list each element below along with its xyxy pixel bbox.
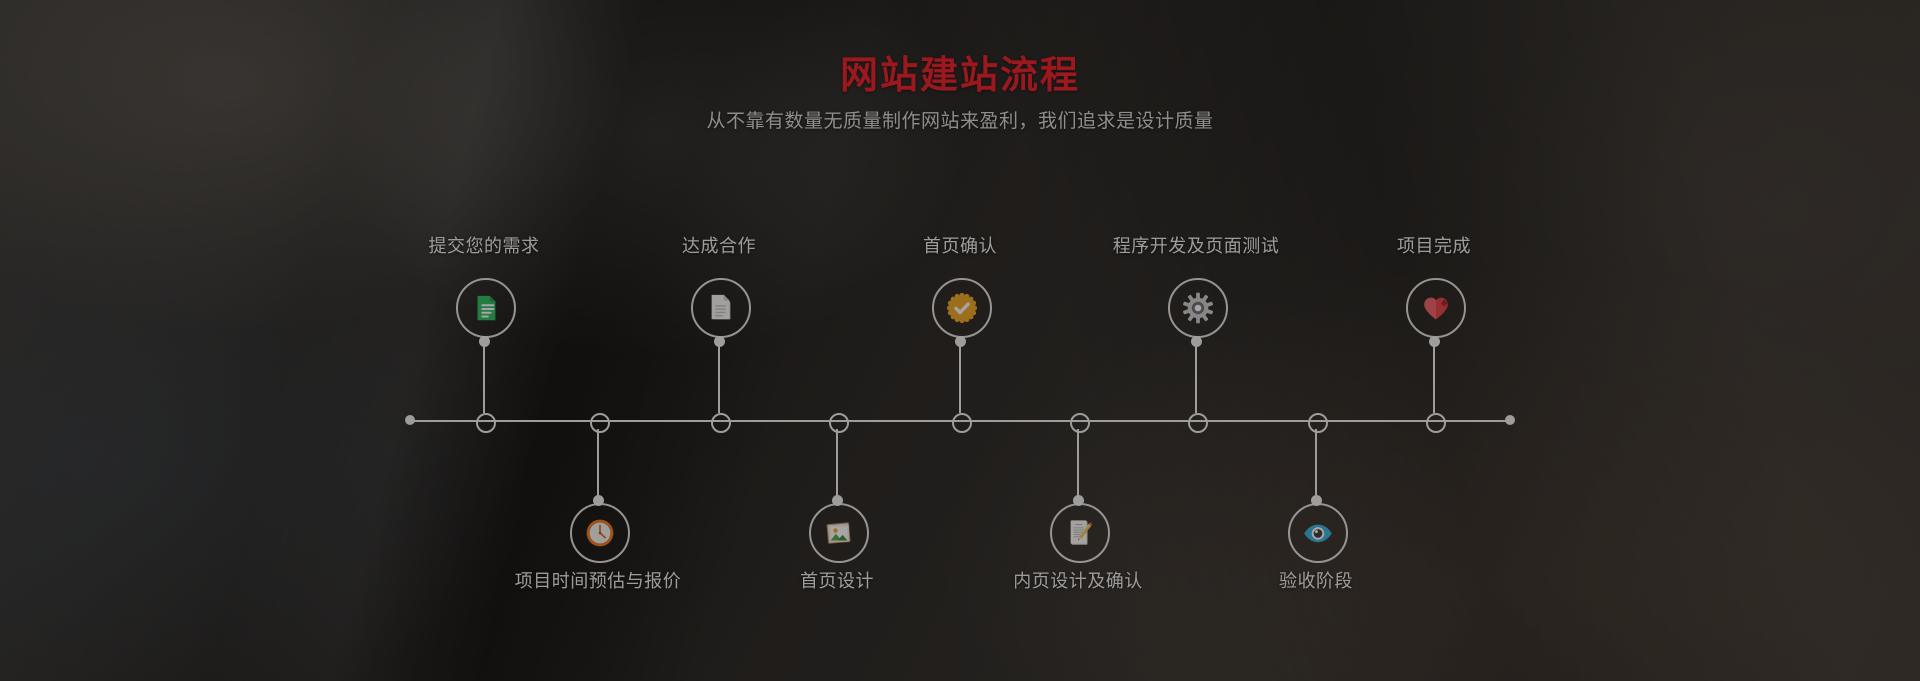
step-label: 达成合作: [682, 236, 756, 256]
step-label: 程序开发及页面测试: [1112, 236, 1280, 256]
timeline-connector-dot: [1311, 495, 1322, 506]
step-icon-circle[interactable]: [1288, 503, 1348, 563]
clock-icon: [584, 517, 616, 549]
timeline-node-ring[interactable]: [476, 413, 496, 433]
timeline-start-cap: [405, 415, 415, 425]
document-green-icon: [471, 293, 501, 323]
timeline-connector-dot: [955, 336, 966, 347]
page-title: 网站建站流程: [839, 55, 1080, 97]
step-label: 首页确认: [923, 236, 997, 256]
timeline-connector: [1195, 341, 1197, 413]
timeline-connector: [483, 341, 485, 413]
step-icon-circle[interactable]: [1050, 503, 1110, 563]
timeline-node-ring[interactable]: [711, 413, 731, 433]
step-icon-circle[interactable]: [1406, 278, 1466, 338]
timeline-connector-dot: [1073, 495, 1084, 506]
timeline-node-ring[interactable]: [952, 413, 972, 433]
step-icon-circle[interactable]: [809, 503, 869, 563]
timeline-node-ring[interactable]: [1308, 413, 1328, 433]
timeline-connector-dot: [832, 495, 843, 506]
timeline-end-cap: [1505, 415, 1515, 425]
step-icon-circle[interactable]: [1168, 278, 1228, 338]
timeline-connector: [1077, 429, 1079, 501]
step-label: 项目时间预估与报价: [514, 571, 682, 591]
heart-icon: [1421, 293, 1451, 323]
step-label: 提交您的需求: [428, 236, 540, 256]
timeline-connector-dot: [714, 336, 725, 347]
timeline-connector: [597, 429, 599, 501]
timeline-connector: [1315, 429, 1317, 501]
timeline-connector: [836, 429, 838, 501]
step-label: 项目完成: [1397, 236, 1471, 256]
timeline-connector-dot: [1429, 336, 1440, 347]
page-subtitle: 从不靠有数量无质量制作网站来盈利，我们追求是设计质量: [706, 111, 1214, 132]
step-icon-circle[interactable]: [570, 503, 630, 563]
timeline-node-ring[interactable]: [590, 413, 610, 433]
step-icon-circle[interactable]: [691, 278, 751, 338]
timeline-connector-dot: [1191, 336, 1202, 347]
step-icon-circle[interactable]: [932, 278, 992, 338]
timeline-node-ring[interactable]: [1426, 413, 1446, 433]
step-label: 首页设计: [800, 571, 874, 591]
timeline-connector-dot: [593, 495, 604, 506]
image-icon: [824, 518, 854, 548]
document-white-icon: [706, 293, 736, 323]
timeline-connector: [1433, 341, 1435, 413]
timeline-node-ring[interactable]: [829, 413, 849, 433]
eye-icon: [1302, 517, 1334, 549]
timeline-node-ring[interactable]: [1070, 413, 1090, 433]
timeline-connector: [718, 341, 720, 413]
timeline-node-ring[interactable]: [1188, 413, 1208, 433]
gear-icon: [1182, 292, 1214, 324]
timeline-connector-dot: [479, 336, 490, 347]
step-label: 内页设计及确认: [1013, 571, 1143, 591]
document-pencil-icon: [1065, 518, 1095, 548]
badge-check-icon: [946, 292, 978, 324]
timeline-connector: [959, 341, 961, 413]
step-icon-circle[interactable]: [456, 278, 516, 338]
step-label: 验收阶段: [1279, 571, 1353, 591]
